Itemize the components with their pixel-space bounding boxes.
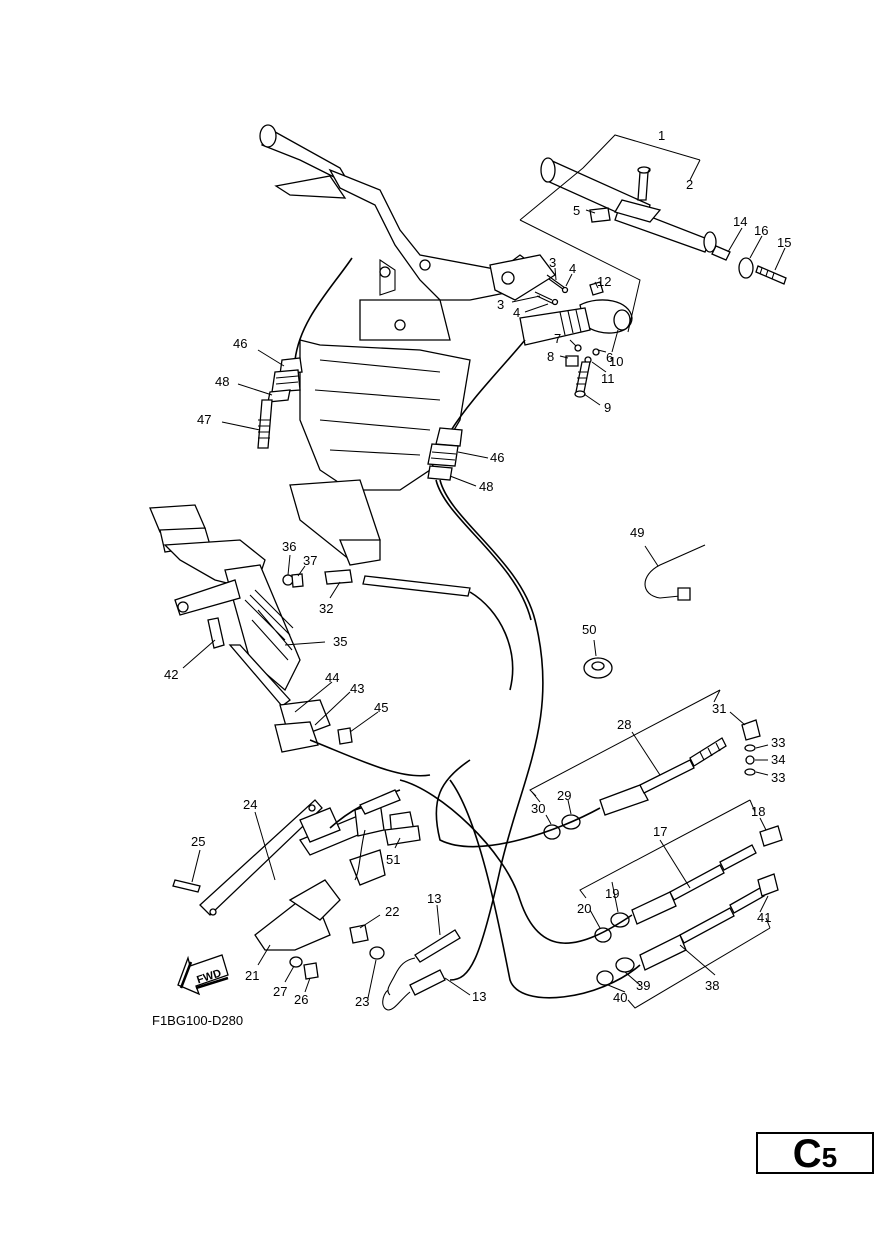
callout: 2: [686, 177, 693, 192]
callout: 10: [609, 354, 623, 369]
callout: 27: [273, 984, 287, 999]
right-grip-assembly: [540, 157, 787, 285]
callout: 18: [751, 804, 765, 819]
callout: 41: [757, 910, 771, 925]
callout: 50: [582, 622, 596, 637]
callout: 21: [245, 968, 259, 983]
callout: 5: [573, 203, 580, 218]
handlebar-assembly: [259, 124, 541, 566]
throttle-housing: [489, 254, 633, 398]
callout: 25: [191, 834, 205, 849]
callout: 24: [243, 797, 257, 812]
callout: 46: [490, 450, 504, 465]
callout: 1: [658, 128, 665, 143]
fwd-arrow-icon: FWD: [177, 954, 229, 996]
callout: 19: [605, 886, 619, 901]
callout: 7: [554, 331, 561, 346]
callout: 31: [712, 701, 726, 716]
callout: 8: [547, 349, 554, 364]
callout: 6: [606, 350, 613, 365]
callout: 45: [374, 700, 388, 715]
leader-lines: [182, 134, 786, 1009]
cable-28-assembly: [435, 719, 761, 848]
callout: 26: [294, 992, 308, 1007]
callout: 33: [771, 735, 785, 750]
callout: 23: [355, 994, 369, 1009]
callout: 3: [497, 297, 504, 312]
callout: 3: [549, 255, 556, 270]
grommet: [583, 657, 613, 679]
cable-17-assembly: [399, 779, 783, 944]
callout: 36: [282, 539, 296, 554]
callout: 40: [613, 990, 627, 1005]
callout: 44: [325, 670, 339, 685]
page-number: 5: [821, 1142, 838, 1173]
callout: 4: [513, 305, 520, 320]
callout: 17: [653, 824, 667, 839]
callout: 22: [385, 904, 399, 919]
callout: 30: [531, 801, 545, 816]
callout: 15: [777, 235, 791, 250]
callout: 42: [164, 667, 178, 682]
callout: 12: [597, 274, 611, 289]
callout: 29: [557, 788, 571, 803]
callout: 49: [630, 525, 644, 540]
callout: 46: [233, 336, 247, 351]
callout: 14: [733, 214, 747, 229]
callout: 20: [577, 901, 591, 916]
callout: 38: [705, 978, 719, 993]
switch-cables: [382, 929, 461, 1011]
left-cable-group: [257, 257, 353, 449]
control-cable-upper: [324, 569, 514, 691]
callout: 11: [601, 371, 615, 386]
callout: 48: [479, 479, 493, 494]
callout: 39: [636, 978, 650, 993]
callout: 43: [350, 681, 364, 696]
throttle-cable: [427, 339, 544, 981]
callout: 32: [319, 601, 333, 616]
callout: 33: [771, 770, 785, 785]
figure-code: F1BG100-D280: [152, 1013, 243, 1028]
callout: 48: [215, 374, 229, 389]
callout: 13: [427, 891, 441, 906]
page-letter: C: [792, 1132, 822, 1176]
callout: 28: [617, 717, 631, 732]
callout: 13: [472, 989, 486, 1004]
callout: 35: [333, 634, 347, 649]
pedal-assembly: [149, 504, 431, 777]
lower-bracket-assembly: [172, 789, 421, 980]
callout-labels: 1 2 3 3 4 4 5 6 7 8 9 10 11 12 13 13 14 …: [164, 128, 791, 1009]
callout: 37: [303, 553, 317, 568]
callout: 51: [386, 852, 400, 867]
callout: 9: [604, 400, 611, 415]
cable-38-assembly: [449, 779, 779, 999]
callout: 4: [569, 261, 576, 276]
callout: 47: [197, 412, 211, 427]
callout: 16: [754, 223, 768, 238]
tie-wrap: [644, 544, 706, 601]
callout: 34: [771, 752, 785, 767]
